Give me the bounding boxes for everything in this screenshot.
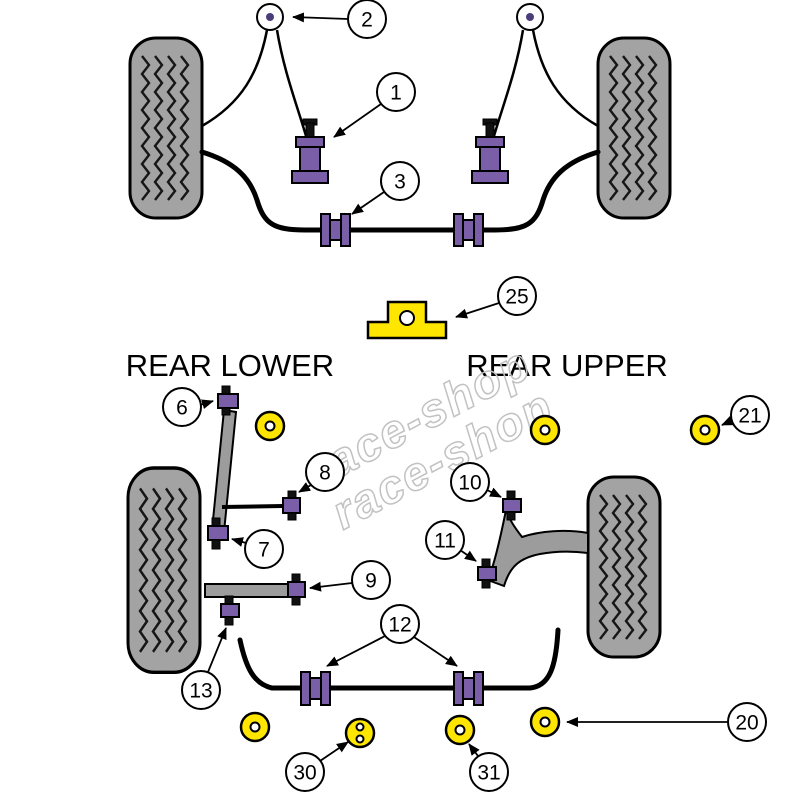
rear-donut-bush-center-upper [529,414,561,446]
callout-30-number: 30 [293,762,316,785]
callout-12: 12 [326,604,458,667]
front-mount-bush-right [471,118,509,184]
rear-bush-part-10 [502,490,522,521]
rear-lower-label: REAR LOWER [126,348,334,383]
callout-3: 3 [351,161,420,215]
rear-anti-roll-bar [237,627,561,691]
callout-7: 7 [231,529,284,569]
callout-6-number: 6 [176,397,188,420]
front-suspension [130,3,670,247]
rear-bush-part-11 [477,558,497,589]
callout-8-number: 8 [319,462,331,485]
callout-20: 20 [566,702,767,742]
callout-20-number: 20 [735,712,758,735]
rear-donut-bush-part-30 [344,717,376,749]
callout-25: 25 [455,276,537,319]
callout-13: 13 [181,627,227,710]
callout-21: 21 [721,395,770,435]
callout-1-number: 1 [390,82,402,105]
rear-arb-bush-right [453,671,484,706]
callout-2: 2 [292,0,387,39]
callout-10-number: 10 [458,472,481,495]
callout-1: 1 [333,72,416,138]
callout-9: 9 [309,560,391,600]
front-left-top-mount [256,3,284,31]
rear-left-tire-icon [128,468,200,672]
callout-30: 30 [285,741,349,792]
callout-31: 31 [468,743,509,792]
rear-donut-bush-part-20 [529,706,561,738]
front-arb-bush-right [453,213,484,247]
callout-7-number: 7 [258,539,270,562]
callout-11-number: 11 [434,530,456,553]
callout-13-number: 13 [189,680,212,703]
front-anti-roll-bar [199,149,601,233]
rear-upper-arm [477,490,589,589]
callout-21-number: 21 [738,405,761,428]
front-right-strut-line [531,29,599,128]
rear-donut-bush-left-upper [254,410,286,442]
callout-2-number: 2 [361,9,373,32]
callout-8: 8 [298,452,345,493]
rear-lower-arm [207,385,239,550]
front-left-strut-line-2 [275,29,308,137]
callout-25-number: 25 [505,286,528,309]
rear-right-tire-icon [588,477,660,657]
rear-suspension [128,385,721,749]
rear-tie-rod [221,490,301,521]
rear-donut-bush-bottom-1 [239,711,271,743]
rear-bush-part-6 [217,385,239,416]
callout-31-number: 31 [477,762,500,785]
front-right-top-mount [516,3,544,31]
rear-bush-part-8 [282,490,301,521]
rear-bush-part-7 [207,517,229,550]
part-25-bracket [366,300,448,340]
callout-12-number: 12 [388,614,411,637]
rear-link-bar [204,573,306,626]
front-left-tire-icon [130,38,202,218]
rear-bush-part-9 [287,573,306,606]
watermark: race-shop race-shop [299,335,562,540]
callout-9-number: 9 [365,570,377,593]
rear-arb-bush-left [300,671,331,706]
front-mount-bush-left [291,118,329,184]
callout-11: 11 [425,520,477,562]
rear-donut-bush-part-31 [444,714,476,746]
rear-bush-part-13 [220,595,240,626]
callout-6: 6 [162,387,214,427]
callout-3-number: 3 [394,171,406,194]
front-arb-bush-left [320,213,351,247]
front-right-strut-line-2 [492,29,525,137]
front-right-tire-icon [598,38,670,218]
rear-upper-label: REAR UPPER [466,348,668,383]
front-left-strut-line [201,29,269,128]
rear-donut-bush-part-21 [689,414,721,446]
callout-10: 10 [450,462,502,502]
